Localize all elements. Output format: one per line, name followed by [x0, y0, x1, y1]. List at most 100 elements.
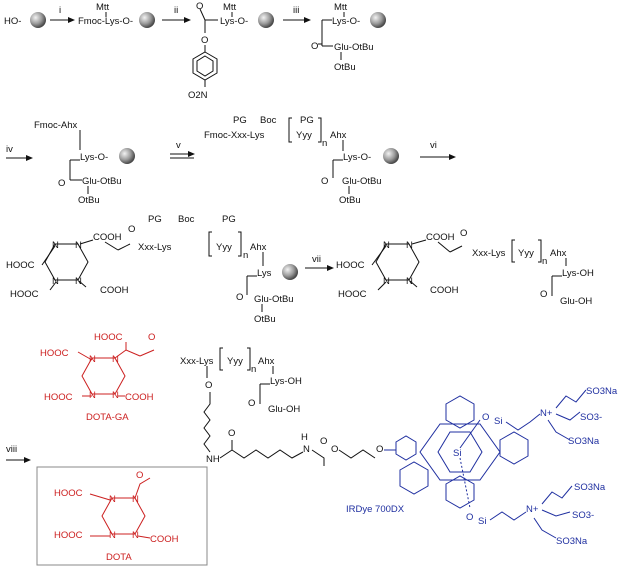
- otbu-text: OtBu: [339, 195, 361, 206]
- so3na-text: SO3Na: [556, 536, 588, 547]
- dota-ga-label: DOTA-GA: [86, 412, 129, 423]
- h-text: H: [301, 432, 308, 443]
- glu-oh-text: Glu-OH: [268, 404, 300, 415]
- lys-o-text: Lys-O-: [220, 16, 248, 27]
- compound-6: HOOC HOOC COOH COOH N N N N O PG Boc PG …: [6, 214, 298, 325]
- nh-text: NH: [206, 454, 220, 465]
- svg-text:N: N: [75, 240, 82, 251]
- mtt-label: Mtt: [223, 2, 237, 13]
- svg-text:O: O: [148, 332, 155, 343]
- svg-text:O: O: [311, 41, 318, 52]
- n-text: N: [303, 444, 310, 455]
- svg-text:O: O: [228, 428, 235, 439]
- cooh-text: COOH: [430, 285, 459, 296]
- resin-bead: [370, 12, 386, 28]
- lys-o-text: Lys-O-: [332, 16, 360, 27]
- glu-otbu-text: Glu-OtBu: [254, 294, 294, 305]
- aryl-ring: [395, 435, 417, 461]
- benzo-ring: [499, 431, 529, 465]
- ahx-text: Ahx: [250, 242, 267, 253]
- svg-text:N: N: [132, 494, 139, 505]
- lys-text: Lys: [257, 268, 272, 279]
- hooc-text: HOOC: [10, 289, 39, 300]
- cooh-text: COOH: [150, 534, 179, 545]
- step-ii-label: ii: [174, 5, 178, 16]
- svg-text:O: O: [320, 436, 327, 447]
- resin-bead: [282, 264, 298, 280]
- fmoc-ahx-text: Fmoc-Ahx: [34, 120, 78, 131]
- resin-bead: [139, 12, 155, 28]
- lys-o-text: Lys-O-: [343, 152, 371, 163]
- svg-text:N: N: [109, 494, 116, 505]
- svg-text:N: N: [52, 240, 59, 251]
- otbu-text: OtBu: [334, 62, 356, 73]
- svg-text:N: N: [52, 276, 59, 287]
- pg-label: PG: [300, 115, 314, 126]
- svg-text:O: O: [482, 412, 489, 423]
- xxx-lys-text: Xxx-Lys: [138, 242, 172, 253]
- compound-2: Mtt Lys-O- O O O2N: [188, 1, 274, 101]
- svg-text:N: N: [132, 530, 139, 541]
- glu-oh-text: Glu-OH: [560, 296, 592, 307]
- svg-text:N: N: [109, 530, 116, 541]
- boc-label: Boc: [178, 214, 195, 225]
- resin-start: HO-: [4, 12, 46, 28]
- si-label: Si: [478, 516, 486, 527]
- svg-text:N: N: [89, 390, 96, 401]
- resin-bead: [119, 148, 135, 164]
- step-vii-label: vii: [312, 254, 321, 265]
- svg-text:N: N: [112, 354, 119, 365]
- dota-inset: HOOC HOOC COOH N N N N O DOTA: [36, 466, 208, 566]
- cooh-text: COOH: [100, 285, 129, 296]
- resin-bead: [30, 12, 46, 28]
- svg-text:O: O: [248, 398, 255, 409]
- irdye-label: IRDye 700DX: [346, 504, 405, 515]
- irdye-700dx: Si O Si N+ SO3Na SO3- SO3Na O Si N+ SO3N…: [346, 386, 618, 547]
- svg-text:N: N: [406, 276, 413, 287]
- svg-text:N: N: [75, 276, 82, 287]
- svg-text:N: N: [406, 240, 413, 251]
- svg-text:N: N: [383, 276, 390, 287]
- ahx-text: Ahx: [258, 356, 275, 367]
- svg-text:O: O: [376, 444, 383, 455]
- step-i-label: i: [59, 5, 61, 16]
- svg-text:O: O: [460, 228, 467, 239]
- yyy-text: Yyy: [216, 242, 232, 253]
- so3na-text: SO3Na: [568, 436, 600, 447]
- so3-text: SO3-: [580, 412, 602, 423]
- yyy-text: Yyy: [518, 248, 534, 259]
- step-v-label: v: [176, 140, 181, 151]
- compound-3: Mtt Lys-O- O Glu-OtBu OtBu: [311, 2, 386, 73]
- svg-text:O: O: [128, 224, 135, 235]
- dota-ga-unit: HOOC HOOC HOOC COOH N N N N O DOTA-GA: [40, 332, 155, 423]
- pg-label: PG: [148, 214, 162, 225]
- lys-oh-text: Lys-OH: [562, 268, 594, 279]
- n-subscript: n: [251, 364, 256, 375]
- so3na-text: SO3Na: [574, 482, 606, 493]
- so3na-text: SO3Na: [586, 386, 618, 397]
- compound-8-chain: Xxx-Lys Yyy n Ahx Lys-OH O Glu-OH O NH O…: [180, 347, 383, 466]
- otbu-text: OtBu: [254, 314, 276, 325]
- ho-text: HO-: [4, 16, 21, 27]
- svg-text:N: N: [89, 354, 96, 365]
- ahx-text: Ahx: [550, 248, 567, 259]
- svg-text:N: N: [383, 240, 390, 251]
- hooc-text: HOOC: [94, 332, 123, 343]
- benzo-ring: [445, 395, 475, 429]
- benzo-ring: [399, 461, 429, 495]
- o-atom: O: [205, 380, 212, 391]
- svg-text:O: O: [236, 292, 243, 303]
- fmoc-xxx-lys-text: Fmoc-Xxx-Lys: [204, 130, 265, 141]
- svg-text:O: O: [540, 289, 547, 300]
- dota-label: DOTA: [106, 552, 132, 563]
- otbu-text: OtBu: [78, 195, 100, 206]
- cyclen-ring: [44, 243, 89, 281]
- so3-text: SO3-: [572, 510, 594, 521]
- benzo-ring: [445, 475, 475, 509]
- svg-text:O: O: [58, 178, 65, 189]
- svg-text:O: O: [136, 470, 143, 481]
- cooh-text: COOH: [125, 392, 154, 403]
- si-center: Si: [453, 448, 461, 459]
- hooc-text: HOOC: [6, 260, 35, 271]
